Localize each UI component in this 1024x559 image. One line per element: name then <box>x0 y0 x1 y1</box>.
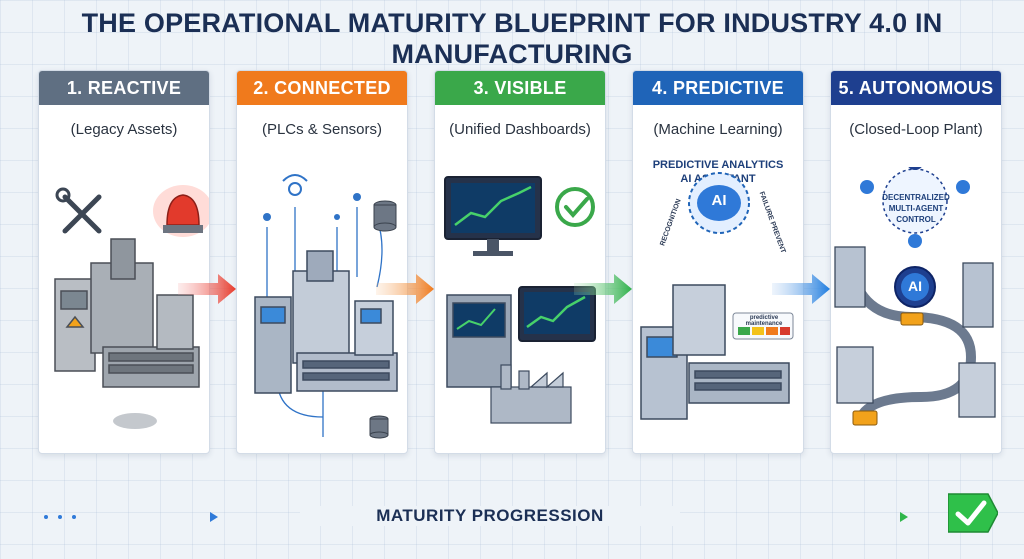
maintenance-status-bar <box>732 312 794 340</box>
database-icon <box>369 415 389 439</box>
predictive-illustration <box>640 172 794 420</box>
plant-machine-icon <box>834 246 996 418</box>
stage-header: 3. VISIBLE <box>435 71 605 105</box>
oil-spill-icon <box>113 413 157 429</box>
dashboard-monitor-icon <box>444 176 542 256</box>
wifi-sensor-icon <box>282 174 308 196</box>
control-console-icon <box>446 294 512 388</box>
stage-subtitle: (Unified Dashboards) <box>449 121 591 138</box>
transition-arrow-icon <box>574 274 632 304</box>
autonomous-plant-illustration <box>834 167 996 426</box>
predictive-maintenance-label: predictive maintenance <box>745 315 783 327</box>
stage-predictive: 4. PREDICTIVE (Machine Learning) PREDICT… <box>632 70 804 454</box>
stage-subtitle: (PLCs & Sensors) <box>261 121 383 138</box>
stage-visible: 3. VISIBLE (Unified Dashboards) <box>434 70 606 454</box>
multi-agent-control-icon <box>860 167 970 248</box>
transition-arrow-icon <box>772 274 830 304</box>
brain-ai-icon <box>688 172 750 234</box>
factory-icon <box>490 364 572 424</box>
connected-machine-illustration <box>254 174 398 439</box>
control-label-line3: CONTROL <box>896 215 936 224</box>
stage-connected: 2. CONNECTED (PLCs & Sensors) <box>236 70 408 454</box>
rusty-machine-icon <box>54 238 200 388</box>
control-label-line1: DECENTRALIZED <box>882 193 950 202</box>
check-badge-icon <box>948 493 998 533</box>
predictive-analytics-label: PREDICTIVE ANALYTICS <box>652 159 784 171</box>
ai-gear-icon <box>894 266 936 308</box>
maturity-progression-label: MATURITY PROGRESSION <box>300 506 680 526</box>
control-label-line2: MULTI-AGENT <box>888 204 944 213</box>
conveyor-loop-icon <box>846 262 977 422</box>
legacy-machine-illustration <box>54 185 209 429</box>
stage-autonomous: 5. AUTONOMOUS (Closed-Loop Plant) DECENT… <box>830 70 1002 454</box>
alarm-light-icon <box>153 185 209 237</box>
dashboard-illustration <box>444 176 596 424</box>
stage-header: 1. REACTIVE <box>39 71 209 105</box>
agv-robot-icon <box>852 312 924 426</box>
network-node-icon <box>263 193 361 221</box>
stage-reactive: 1. REACTIVE (Legacy Assets) <box>38 70 210 454</box>
stage-header: 4. PREDICTIVE <box>633 71 803 105</box>
wrench-icon <box>55 187 102 234</box>
page-title: THE OPERATIONAL MATURITY BLUEPRINT FOR I… <box>81 8 943 69</box>
ai-brain-label: AI <box>711 192 727 209</box>
ai-gear-label: AI <box>908 278 922 294</box>
stage-header: 5. AUTONOMOUS <box>831 71 1001 105</box>
check-circle-icon <box>555 187 595 227</box>
stage-subtitle: (Legacy Assets) <box>70 121 178 138</box>
dashboard-monitor-icon <box>518 286 596 342</box>
transition-arrow-icon <box>376 274 434 304</box>
predictive-machine-icon <box>640 284 790 420</box>
stage-header: 2. CONNECTED <box>237 71 407 105</box>
database-icon <box>373 200 397 232</box>
transition-arrow-icon <box>178 274 236 304</box>
plc-machine-icon <box>254 250 398 394</box>
stage-subtitle: (Machine Learning) <box>653 121 783 138</box>
stage-subtitle: (Closed-Loop Plant) <box>849 121 983 138</box>
